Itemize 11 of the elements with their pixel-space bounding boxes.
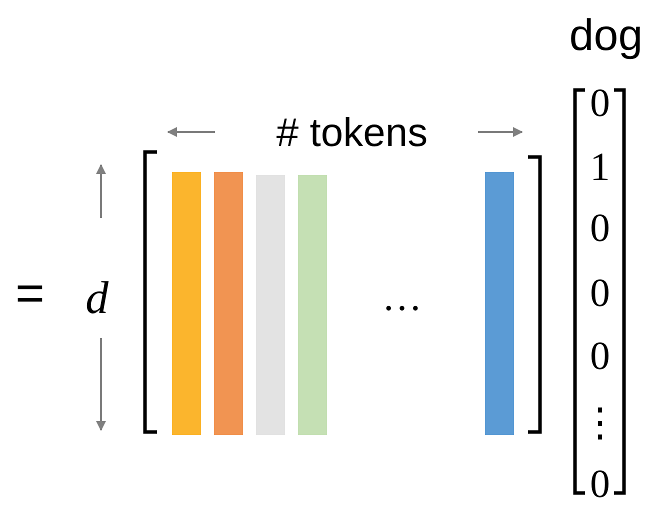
- dimension-symbol: d: [86, 275, 108, 321]
- ellipsis: …: [382, 277, 422, 317]
- vector-ellipsis: ⋮: [580, 403, 620, 443]
- vector-entry: 0: [590, 464, 610, 504]
- vector-entry: 0: [590, 336, 610, 376]
- vector-title: dog: [569, 14, 643, 58]
- vector-entry: 0: [590, 208, 610, 248]
- equals-sign: =: [15, 268, 45, 318]
- vector-entry: 1: [590, 147, 610, 187]
- vector-entry: 0: [590, 273, 610, 313]
- vector-entry: 0: [590, 83, 610, 123]
